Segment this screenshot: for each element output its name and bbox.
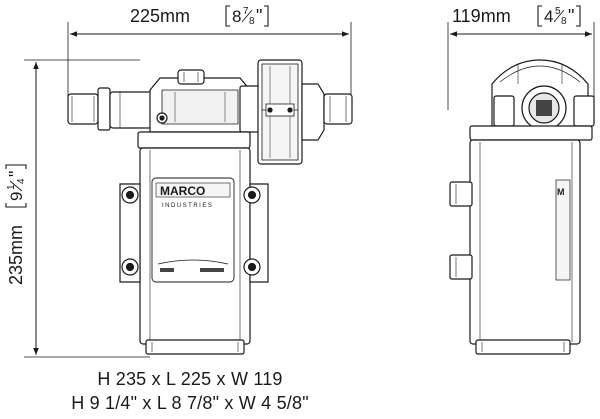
width-imperial-whole: 8 — [232, 7, 241, 26]
width-imperial-denominator: 8 — [249, 16, 255, 27]
side-motor-body: M — [469, 139, 581, 355]
height-imperial-numerator: 1 — [6, 184, 17, 190]
width-dimension: 225mm 8 7 8 " — [67, 5, 352, 110]
height-imperial-whole: 9 — [7, 192, 26, 201]
height-dimension: 235mm 9 1 4 " — [5, 59, 150, 358]
depth-dimension: 119mm 4 5 8 " — [447, 5, 595, 110]
height-imperial-denominator: 4 — [16, 178, 27, 184]
width-imperial-numerator: 7 — [243, 6, 249, 17]
width-inch-mark: " — [256, 6, 262, 26]
pump-side-view: M — [449, 59, 595, 355]
caption-metric: H 235 x L 225 x W 119 — [97, 369, 283, 389]
side-brand-label: M — [557, 187, 565, 197]
pump-front-view: MARCO INDUSTRIES — [67, 59, 353, 355]
depth-imperial-whole: 4 — [544, 7, 553, 26]
width-metric-label: 225mm — [130, 6, 190, 26]
front-coupling — [239, 59, 303, 165]
side-pump-head — [469, 59, 595, 141]
front-brand-label: MARCO — [160, 184, 205, 198]
depth-inch-mark: " — [568, 6, 574, 26]
height-metric-label: 235mm — [6, 225, 26, 285]
caption-imperial: H 9 1/4" x L 8 7/8" x W 4 5/8" — [71, 393, 309, 413]
front-brand-sub: INDUSTRIES — [162, 203, 213, 209]
depth-imperial-numerator: 5 — [555, 6, 561, 17]
front-pump-head — [149, 69, 251, 133]
front-inlet-port — [67, 87, 157, 131]
side-left-bracket — [449, 181, 473, 280]
front-left-bracket — [119, 183, 141, 283]
height-inch-mark: " — [6, 171, 26, 177]
depth-imperial-denominator: 8 — [561, 16, 567, 27]
front-motor-body: MARCO INDUSTRIES — [137, 131, 251, 355]
depth-metric-label: 119mm — [452, 6, 511, 26]
front-right-bracket — [243, 183, 269, 283]
front-outlet-port — [301, 83, 353, 141]
